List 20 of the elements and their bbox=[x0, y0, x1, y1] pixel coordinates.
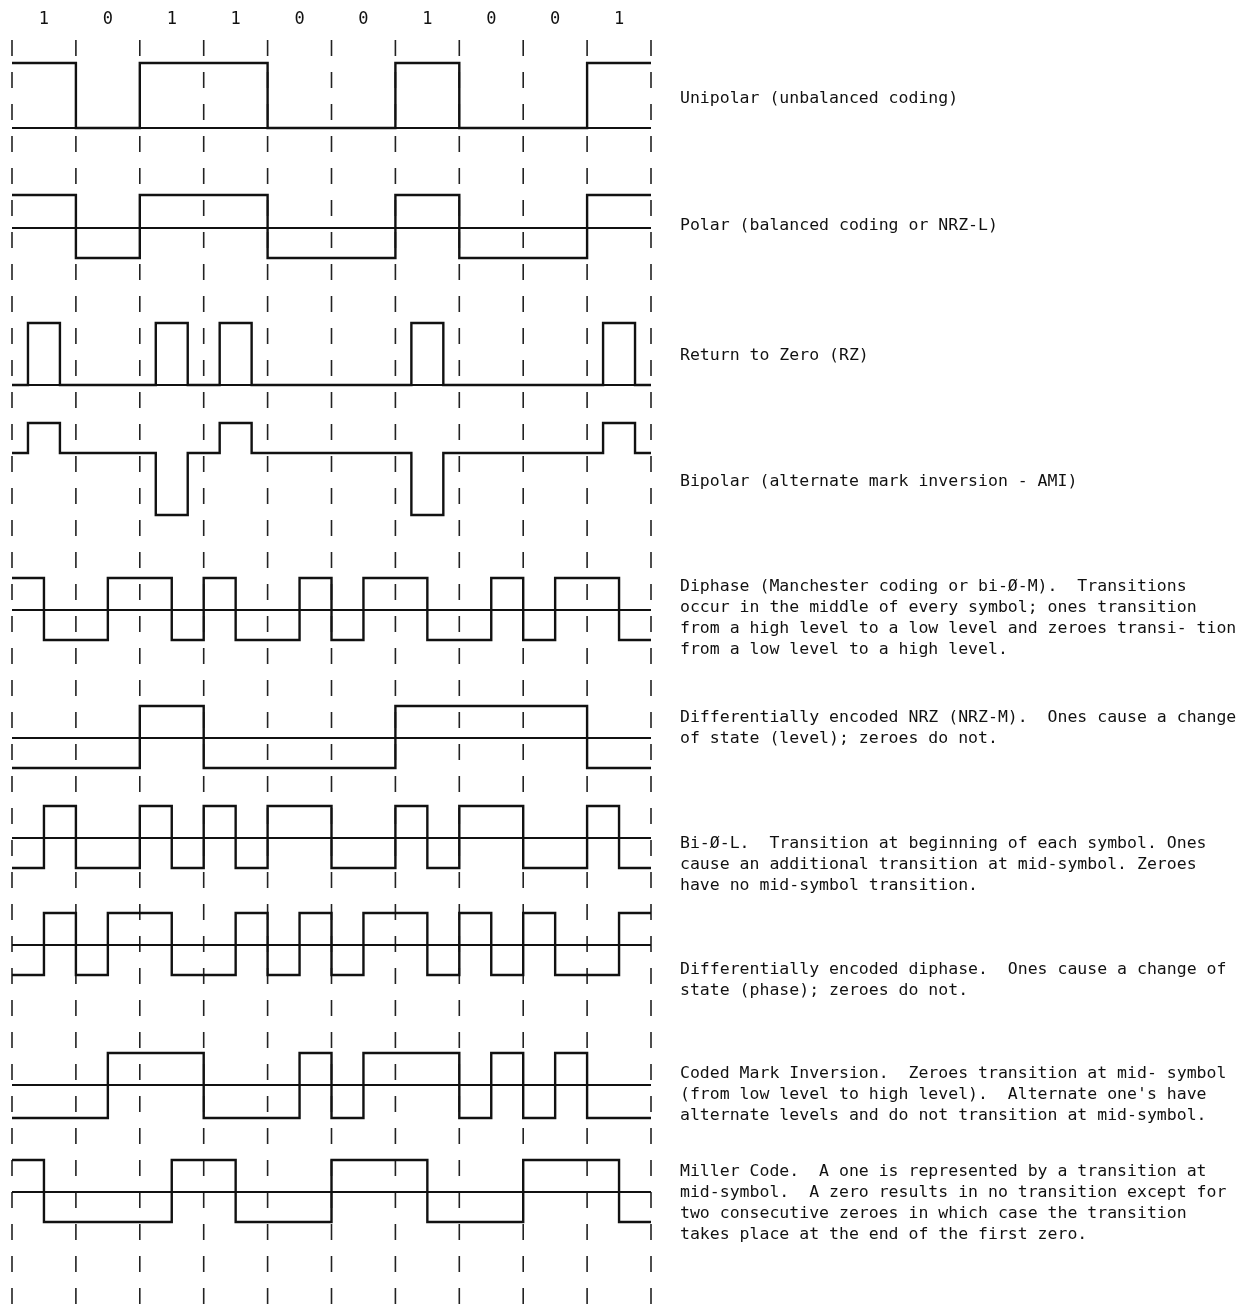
bit-value: 0 bbox=[549, 8, 562, 28]
description-text: Coded Mark Inversion. Zeroes transition at mid- symbol (from low level to high level). Alternate one's have alternate levels and do not transition at mid-symbol. bbox=[680, 1062, 1228, 1125]
description-text: Polar (balanced coding or NRZ-L) bbox=[680, 214, 999, 235]
bit-value: 0 bbox=[293, 8, 306, 28]
bit-value: 1 bbox=[165, 8, 178, 28]
bit-value: 1 bbox=[229, 8, 242, 28]
description-text: Miller Code. A one is represented by a transition at mid-symbol. A zero results in no transition except for two consecutive zeroes in which case the transition takes place at the end of the first zero. bbox=[680, 1160, 1228, 1244]
description-text: Unipolar (unbalanced coding) bbox=[680, 87, 960, 108]
bit-value: 1 bbox=[421, 8, 434, 28]
description-text: Return to Zero (RZ) bbox=[680, 344, 870, 365]
description-text: Differentially encoded NRZ (NRZ-M). Ones cause a change of state (level); zeroes do not. bbox=[680, 706, 1238, 748]
description-text: Diphase (Manchester coding or bi-Ø-M). Transitions occur in the middle of every symbol; ones transition from a high level to a low level and zeroes transi- tion from a low level to a high level. bbox=[680, 575, 1238, 659]
bit-value: 1 bbox=[37, 8, 51, 28]
description-text: Differentially encoded diphase. Ones cause a change of state (phase); zeroes do not. bbox=[680, 958, 1228, 1000]
bit-value: 0 bbox=[485, 8, 498, 28]
description-text: Bi-Ø-L. Transition at beginning of each symbol. Ones cause an additional transition at mid-symbol. Zeroes have no mid-symbol transition. bbox=[680, 832, 1208, 895]
description-text: Bipolar (alternate mark inversion - AMI) bbox=[680, 470, 1079, 491]
bit-value: 0 bbox=[357, 8, 370, 28]
bit-value: 0 bbox=[101, 8, 114, 28]
bit-value: 1 bbox=[612, 8, 626, 28]
